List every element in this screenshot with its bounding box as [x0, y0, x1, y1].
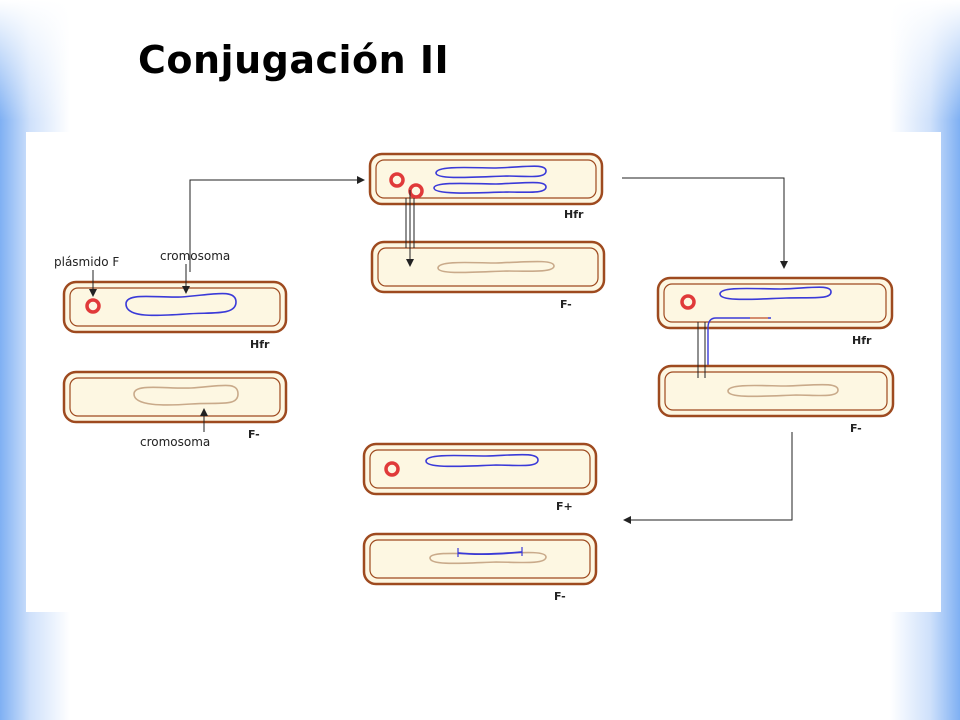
label-right-recipient: F- [850, 422, 862, 435]
conjugation-bridge-mid [405, 190, 415, 267]
chromosome-mid-donor-2 [433, 181, 547, 194]
cell-left-recipient [62, 370, 288, 424]
diagram-canvas: Hfr F- plásmido F cromosoma cromosoma Hf… [54, 152, 895, 603]
cell-mid-donor [368, 152, 604, 206]
chromosome-mid-recipient [437, 260, 555, 274]
cell-result-recipient [362, 532, 598, 586]
plasmid-result [384, 461, 400, 477]
chromosome-left-donor [125, 292, 237, 317]
slide-title: Conjugación II [138, 38, 450, 82]
flow-arrow-to-transfer [622, 177, 788, 269]
chromosome-label-bottom: cromosoma [140, 435, 210, 449]
chromosome-label-top: cromosoma [160, 249, 230, 263]
cell-mid-recipient [370, 240, 606, 294]
label-result-recipient: F- [554, 590, 566, 603]
plasmid-label: plásmido F [54, 255, 119, 269]
label-result-donor: F+ [556, 500, 573, 513]
flow-arrow-to-result [623, 432, 793, 524]
plasmid-mid-1 [389, 172, 405, 188]
label-mid-recipient: F- [560, 298, 572, 311]
chromosome-right-recipient [727, 383, 839, 398]
plasmid-right [680, 294, 696, 310]
cell-result-donor [362, 442, 598, 496]
conjugation-diagram: Hfr F- plásmido F cromosoma cromosoma Hf… [26, 132, 941, 612]
plasmid-left [85, 298, 101, 314]
label-right-donor: Hfr [852, 334, 872, 347]
cell-right-recipient [657, 364, 895, 418]
transferred-strand [707, 317, 771, 384]
conjugation-bridge-right [697, 322, 706, 378]
label-left-donor: Hfr [250, 338, 270, 351]
cell-right-donor [656, 276, 894, 330]
label-left-recipient: F- [248, 428, 260, 441]
recombined-segment [457, 551, 523, 555]
chromosome-result-donor [425, 453, 539, 468]
flow-arrow-to-mating [189, 176, 365, 272]
label-mid-donor: Hfr [564, 208, 584, 221]
chromosome-mid-donor-1 [435, 165, 547, 179]
chromosome-left-recipient [133, 384, 239, 406]
chromosome-right-donor [719, 286, 832, 301]
